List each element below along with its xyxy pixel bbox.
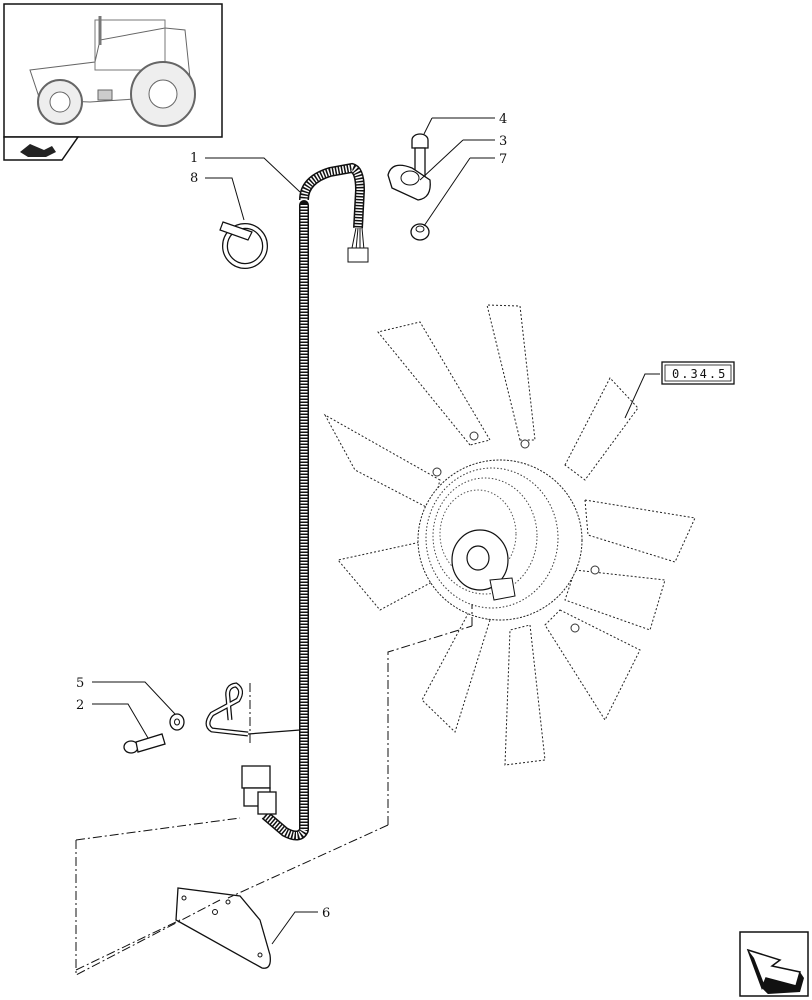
cable-tie xyxy=(219,221,268,269)
spring-clip xyxy=(205,682,249,737)
callout-4: 4 xyxy=(499,112,507,127)
leader-lines xyxy=(92,117,660,945)
tractor-thumbnail[interactable] xyxy=(3,3,223,138)
callout-2: 2 xyxy=(76,698,84,713)
assembly-lines xyxy=(75,604,473,976)
callout-5: 5 xyxy=(76,676,84,691)
nav-next-arrow-icon[interactable] xyxy=(739,931,809,997)
washer-5 xyxy=(169,713,185,731)
nav-back-arrow-icon[interactable] xyxy=(3,136,80,161)
callout-1: 1 xyxy=(190,151,198,166)
fan-blades xyxy=(323,304,696,766)
callout-8: 8 xyxy=(190,171,198,186)
reference-label: 0.34.5 xyxy=(672,367,727,381)
fan-clutch-hub xyxy=(417,431,600,633)
wiring-harness xyxy=(241,162,369,841)
nut-7 xyxy=(410,223,430,241)
sensor-bracket-6 xyxy=(175,887,271,969)
callout-7: 7 xyxy=(499,152,507,167)
reference-link[interactable]: 0.34.5 xyxy=(661,361,735,385)
callout-3: 3 xyxy=(499,134,507,149)
callout-6: 6 xyxy=(322,906,330,921)
bolt-2 xyxy=(123,733,166,754)
clamp-3 xyxy=(387,164,431,201)
